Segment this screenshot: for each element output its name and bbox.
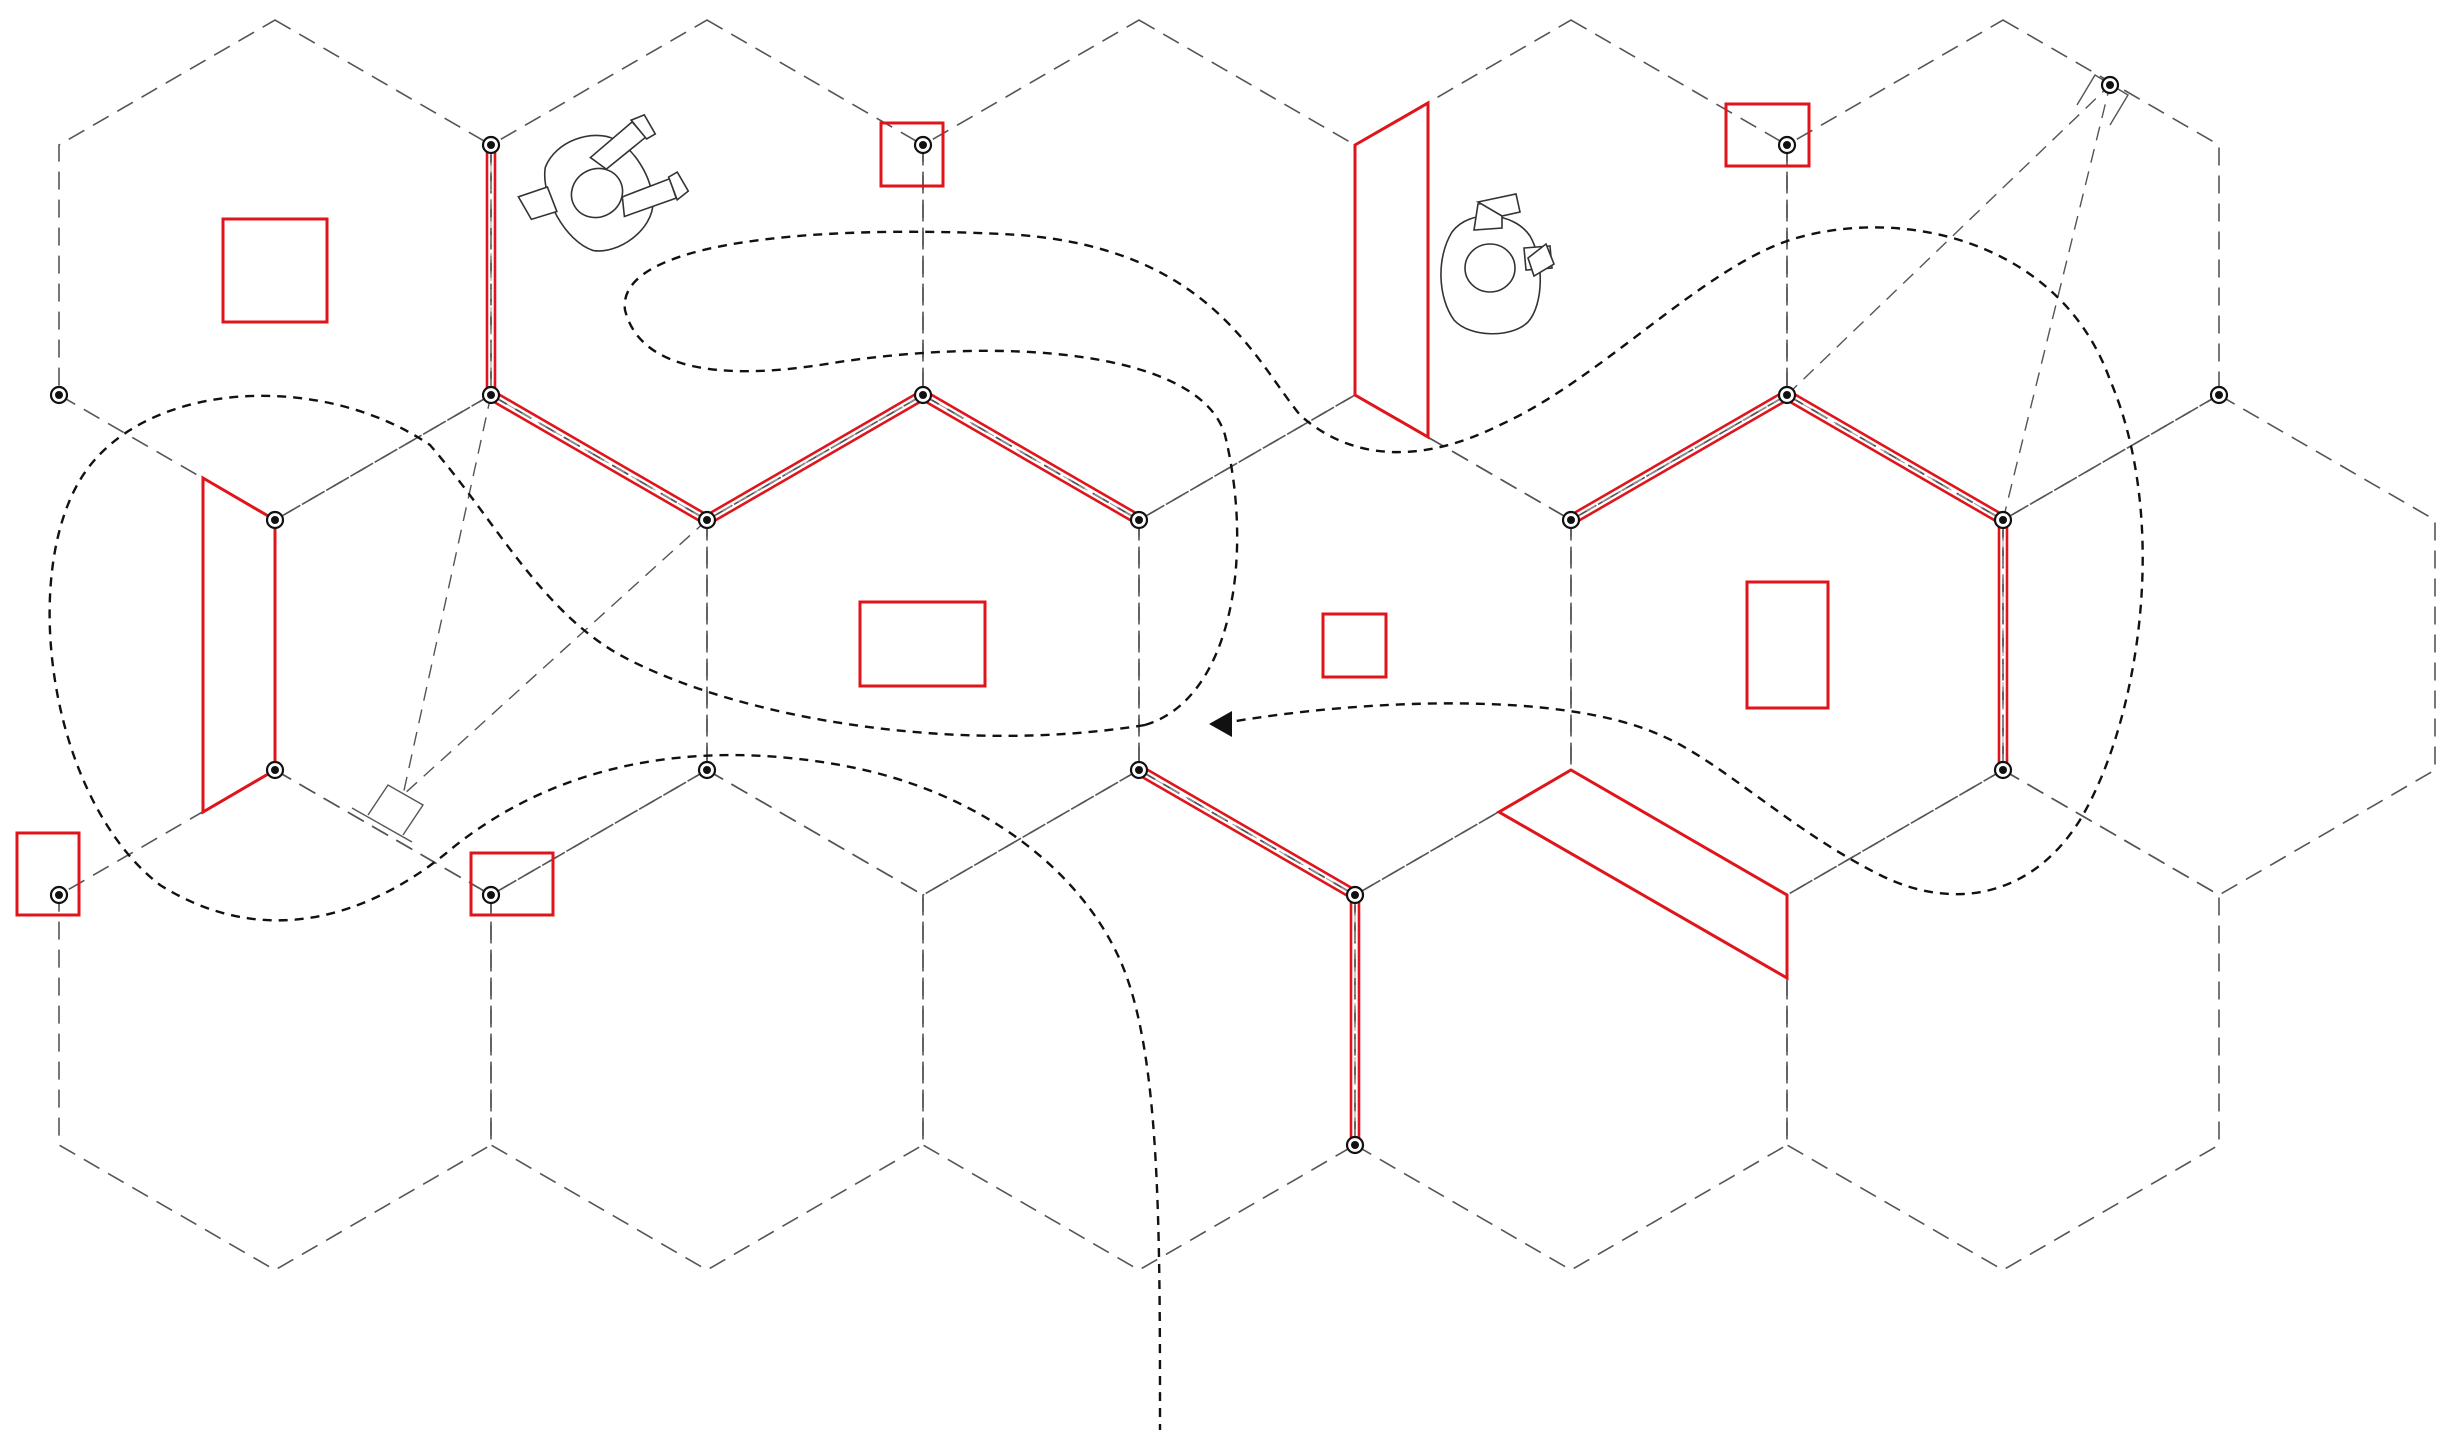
sightline — [402, 519, 708, 796]
column-box-top — [879, 121, 945, 188]
column-node-core — [1135, 766, 1143, 774]
hex-cell — [490, 19, 924, 521]
sightline — [402, 394, 492, 796]
wall — [1572, 397, 1790, 526]
hex-cell — [1786, 769, 2220, 1271]
slanted-panel-bottom — [1496, 768, 1789, 981]
column-node-core — [55, 891, 63, 899]
column-node-core — [487, 391, 495, 399]
figure-legs — [517, 186, 558, 221]
table-top-left — [221, 217, 329, 324]
wall-centerline — [1570, 394, 1788, 521]
seated-person-icon — [1440, 193, 1555, 335]
column-box-lower-left — [469, 851, 555, 917]
column-node-core — [1999, 766, 2007, 774]
wall-centerline — [490, 394, 708, 521]
column-node-core — [1783, 141, 1791, 149]
wall-centerline — [1786, 394, 2004, 521]
sightline — [2002, 84, 2111, 521]
wall — [704, 389, 922, 518]
arrowhead-icon — [1209, 711, 1232, 737]
wall — [488, 397, 706, 526]
hex-cell — [1138, 394, 1572, 896]
column-node-core — [1783, 391, 1791, 399]
table-center-right — [1745, 580, 1830, 710]
column-node-core — [487, 141, 495, 149]
loop-path-left — [48, 394, 1162, 1431]
figure-head — [570, 167, 624, 219]
figure-head — [1464, 243, 1516, 293]
hex-cell — [1354, 769, 1788, 1271]
wall — [1784, 397, 2002, 526]
hex-grid — [58, 19, 2436, 1271]
wall — [1140, 764, 1358, 893]
loop-path-top — [623, 226, 2144, 896]
hex-cell — [2002, 394, 2436, 896]
column-node-core — [2106, 81, 2114, 89]
column-node-core — [1999, 516, 2007, 524]
construction-lines — [402, 84, 2111, 796]
wall-centerline — [922, 394, 1140, 521]
hex-cell — [58, 769, 492, 1271]
table-center-left — [858, 600, 987, 688]
column-node-core — [1135, 516, 1143, 524]
right-angle-marker — [367, 784, 424, 836]
column-node-core — [2215, 391, 2223, 399]
figure-hand — [1527, 242, 1555, 278]
wall-centerline — [706, 394, 924, 521]
slanted-panel-left — [201, 475, 277, 815]
hex-cell — [706, 394, 1140, 896]
column-node-core — [703, 766, 711, 774]
column-node-core — [55, 391, 63, 399]
stool-center — [1321, 612, 1388, 679]
column-node-core — [919, 141, 927, 149]
column-box-top-right — [1724, 102, 1811, 168]
column-node-core — [271, 766, 279, 774]
wall-centerlines — [490, 145, 2004, 1145]
hex-cell — [1570, 394, 2004, 896]
seated-person-icon — [517, 113, 690, 252]
circulation-paths — [48, 226, 2144, 1431]
perpendicular-tick — [351, 807, 413, 843]
column-node-core — [1351, 1141, 1359, 1149]
column-node-core — [703, 516, 711, 524]
double-walls — [485, 145, 2009, 1145]
column-node-core — [919, 391, 927, 399]
wall — [1568, 389, 1786, 518]
wall — [708, 397, 926, 526]
hex-cell — [274, 394, 708, 896]
hex-cell — [490, 769, 924, 1271]
figure-hand — [629, 113, 657, 140]
column-box-left — [15, 831, 81, 917]
sightline — [1786, 84, 2111, 396]
hex-cell — [1786, 19, 2220, 521]
column-node-core — [271, 516, 279, 524]
column-nodes — [49, 75, 2229, 1155]
hex-cell — [58, 19, 492, 521]
slanted-panel-top — [1353, 100, 1430, 440]
wall-centerline — [1138, 769, 1356, 896]
column-node-core — [1351, 891, 1359, 899]
column-node-core — [487, 891, 495, 899]
wall — [920, 397, 1138, 526]
wall — [1788, 389, 2006, 518]
hex-cell — [922, 19, 1356, 521]
wall — [492, 389, 710, 518]
wall — [924, 389, 1142, 518]
wall — [1136, 772, 1354, 901]
figure-hand — [667, 170, 690, 202]
hex-cell — [922, 769, 1356, 1271]
figure-hand — [1475, 193, 1521, 217]
column-node-core — [1567, 516, 1575, 524]
hex-cell — [1354, 19, 1788, 521]
